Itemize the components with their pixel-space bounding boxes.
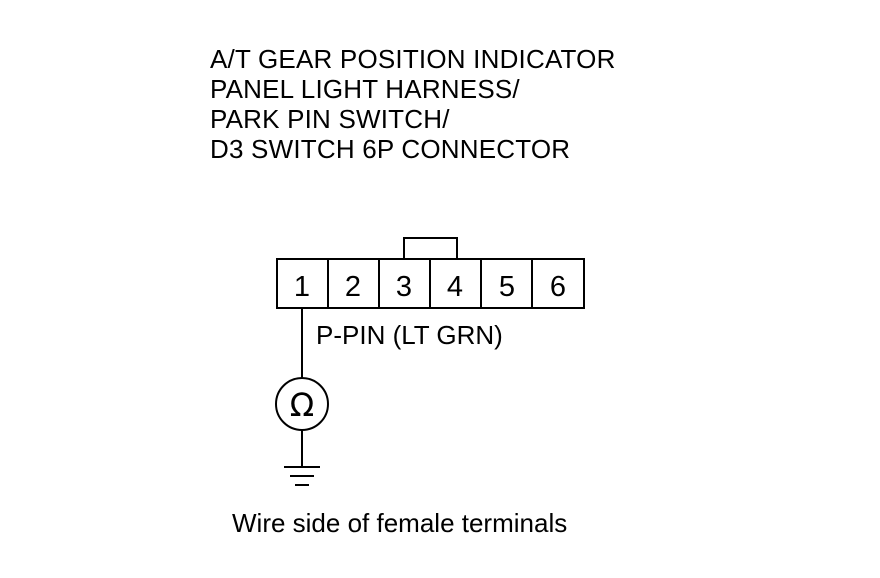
pin-2-label: 2	[345, 271, 361, 303]
connector-lock-tab	[403, 237, 458, 259]
wire-color-label: P-PIN (LT GRN)	[316, 320, 503, 350]
ohm-symbol-icon: Ω	[290, 386, 314, 424]
pin-5-label: 5	[499, 271, 515, 303]
title-line-2: PANEL LIGHT HARNESS/	[210, 74, 520, 104]
pin-1-label: 1	[294, 271, 310, 303]
pin-6-label: 6	[550, 271, 566, 303]
title-line-3: PARK PIN SWITCH/	[210, 104, 450, 134]
title-line-1: A/T GEAR POSITION INDICATOR	[210, 44, 616, 74]
diagram-title: A/T GEAR POSITION INDICATOR PANEL LIGHT …	[210, 44, 616, 164]
diagram-caption: Wire side of female terminals	[232, 508, 568, 538]
title-line-4: D3 SWITCH 6P CONNECTOR	[210, 134, 571, 164]
pin-3-label: 3	[396, 271, 412, 303]
pin-4-label: 4	[447, 271, 463, 303]
ground-icon	[284, 466, 320, 486]
